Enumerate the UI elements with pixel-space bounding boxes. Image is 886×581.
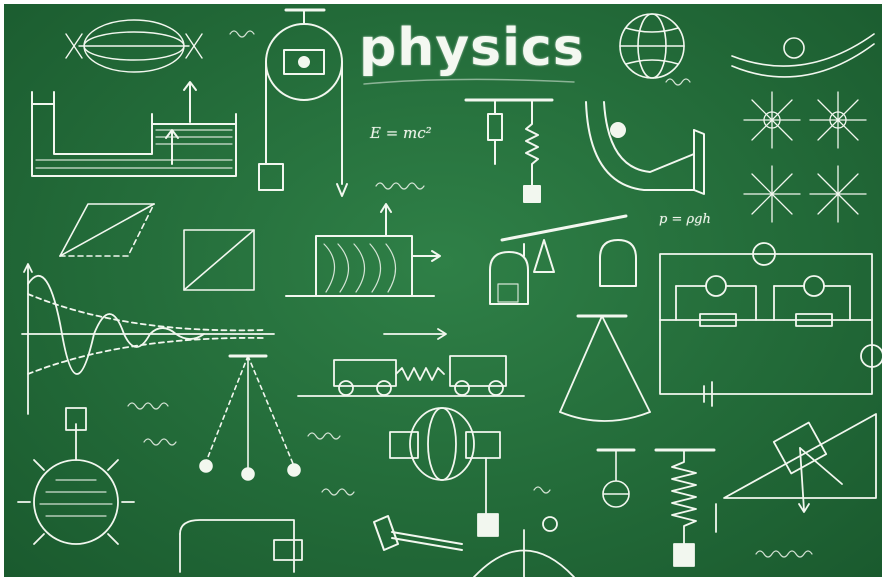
damped-wave-drawing [21, 263, 275, 415]
chalkboard: physics E = mc² p = ρgh [4, 4, 882, 577]
hammer-drawing [373, 515, 463, 551]
energy-formula: E = mc² [370, 124, 432, 142]
circuit-diagram-drawing [659, 242, 882, 407]
block-forces-drawing [285, 203, 441, 297]
magnetic-field-drawing [65, 19, 203, 73]
board-title: physics [359, 18, 585, 78]
hanging-ring-drawing [596, 448, 636, 508]
vector-diagram-drawing [59, 203, 255, 291]
battery-circuit-drawing [179, 519, 303, 573]
cone-pendulum-drawing [559, 314, 651, 422]
track-ball-drawing [731, 33, 875, 78]
half-pipe-drawing [585, 101, 705, 195]
gyroscope-drawing [389, 407, 501, 537]
chalk-scribbles [127, 30, 813, 558]
pulley-drawing [258, 8, 348, 197]
spring-column-drawing [654, 448, 717, 567]
lever-scale-drawing [489, 214, 637, 305]
carts-spring-drawing [297, 328, 525, 397]
u-tube-vessel-drawing [31, 81, 237, 177]
pressure-formula: p = ρgh [659, 212, 711, 227]
dipole-field-drawing [743, 91, 867, 223]
spring-balance-drawing [464, 98, 554, 203]
title-underline [363, 78, 575, 85]
globe-drawing [619, 13, 685, 79]
spiked-sphere-drawing [17, 407, 135, 545]
bottom-arc-drawing [473, 516, 575, 577]
chalk-drawings [17, 8, 882, 577]
pendulum-drawing [199, 354, 301, 481]
inclined-plane-drawing [723, 413, 877, 513]
